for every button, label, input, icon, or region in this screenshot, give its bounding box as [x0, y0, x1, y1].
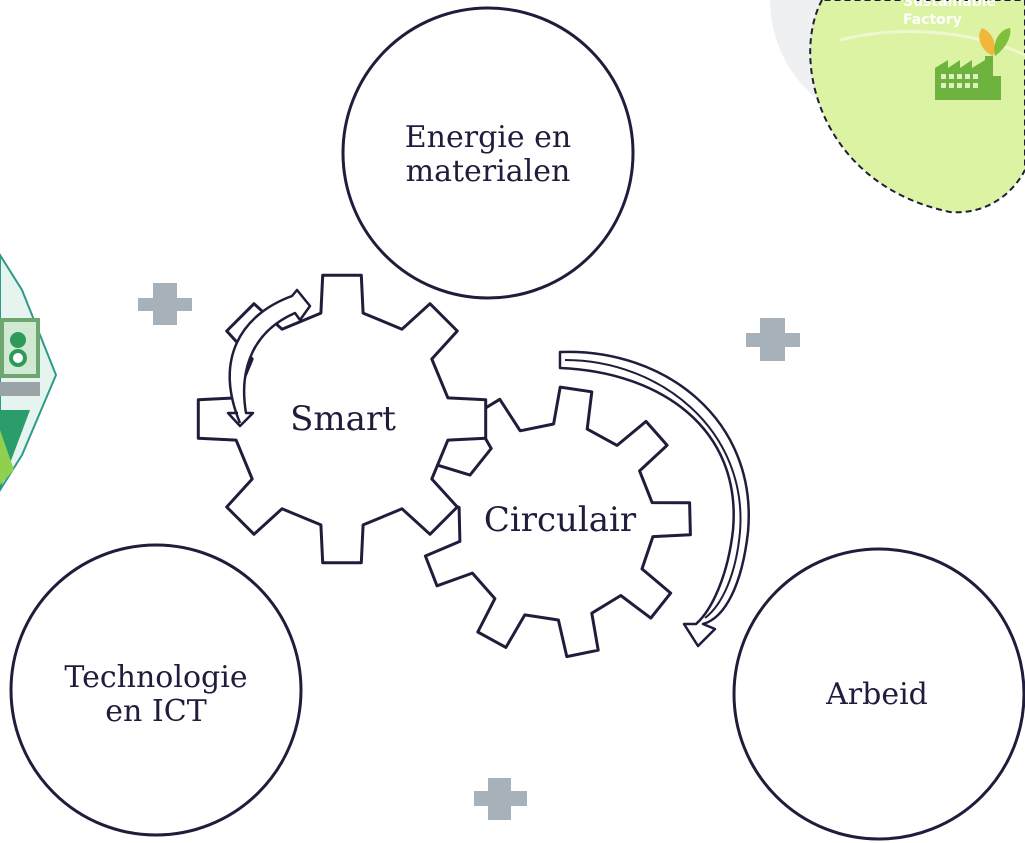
technologie-label-line-1: Technologie — [64, 660, 247, 695]
technologie-circle — [9, 543, 303, 837]
leaf-icon — [979, 28, 1011, 56]
plus-icon — [138, 283, 192, 325]
arbeid-label: Arbeid — [825, 677, 928, 712]
plus-icon — [474, 778, 527, 820]
circulair-label: Circulair — [484, 500, 637, 540]
factory-icon — [935, 56, 1001, 100]
badge-title-line-2: Factory — [903, 12, 962, 28]
arbeid-circle — [732, 547, 1025, 841]
smart-gear — [196, 273, 488, 565]
energie-circle — [341, 6, 635, 300]
badge-title-line-1: Sustainable — [903, 0, 996, 10]
left-edge-icon-badge — [0, 253, 58, 492]
energie-label-line-1: Energie en — [405, 120, 571, 155]
rotation-arrow-smart — [226, 288, 312, 428]
energie-label-line-2: materialen — [406, 154, 571, 189]
rotation-arrow-circulair — [558, 350, 750, 648]
smart-label: Smart — [290, 399, 396, 439]
sustainable-factory-badge: Sustainable Factory — [770, 0, 1025, 214]
plus-icon — [746, 318, 800, 361]
technologie-label-line-2: en ICT — [105, 694, 206, 729]
